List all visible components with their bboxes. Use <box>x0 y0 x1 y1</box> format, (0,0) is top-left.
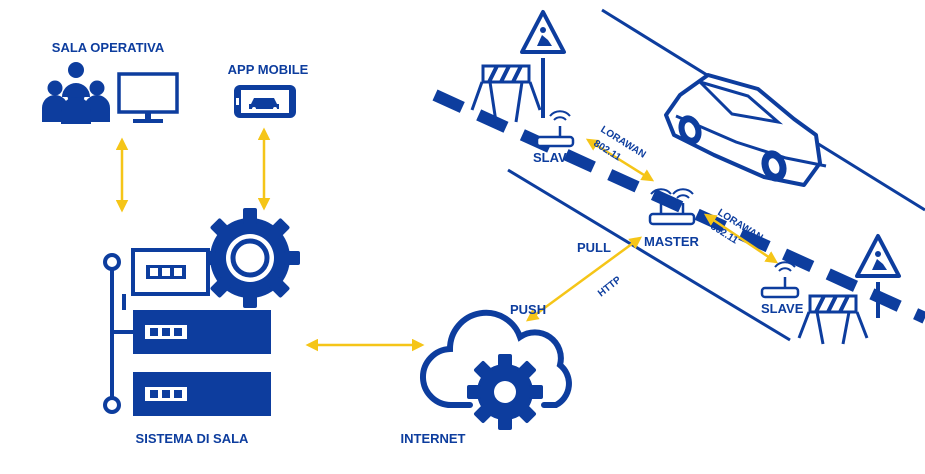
label-slave-bottom: SLAVE <box>761 301 804 316</box>
arrows <box>115 127 779 352</box>
router-icon <box>648 188 696 226</box>
cloud-gear-icon <box>420 309 572 430</box>
label-http: HTTP <box>596 274 624 299</box>
label-sala-operativa: SALA OPERATIVA <box>52 40 165 55</box>
router-icon <box>535 110 575 148</box>
barrier-icon <box>797 294 869 345</box>
car-icon <box>664 73 827 187</box>
arrow-master-slave-bottom <box>703 213 779 264</box>
label-push: PUSH <box>510 302 546 317</box>
smartphone-car-icon <box>234 85 296 118</box>
label-internet: INTERNET <box>401 431 466 446</box>
roadwork-sign-icon <box>855 234 901 318</box>
label-sistema-di-sala: SISTEMA DI SALA <box>136 431 250 446</box>
label-master: MASTER <box>644 234 700 249</box>
monitor-icon <box>117 72 179 123</box>
label-slave-top: SLAVE <box>533 150 576 165</box>
label-pull: PULL <box>577 240 611 255</box>
group-icon <box>42 62 110 124</box>
barrier-icon <box>470 64 542 123</box>
server-gear-icon <box>103 208 300 416</box>
label-app-mobile: APP MOBILE <box>228 62 309 77</box>
road <box>432 8 925 342</box>
arrow-internet-master <box>525 236 643 322</box>
arrow-slave-master-top <box>585 138 655 182</box>
router-icon <box>760 261 800 299</box>
roadwork-sign-icon <box>520 10 566 118</box>
